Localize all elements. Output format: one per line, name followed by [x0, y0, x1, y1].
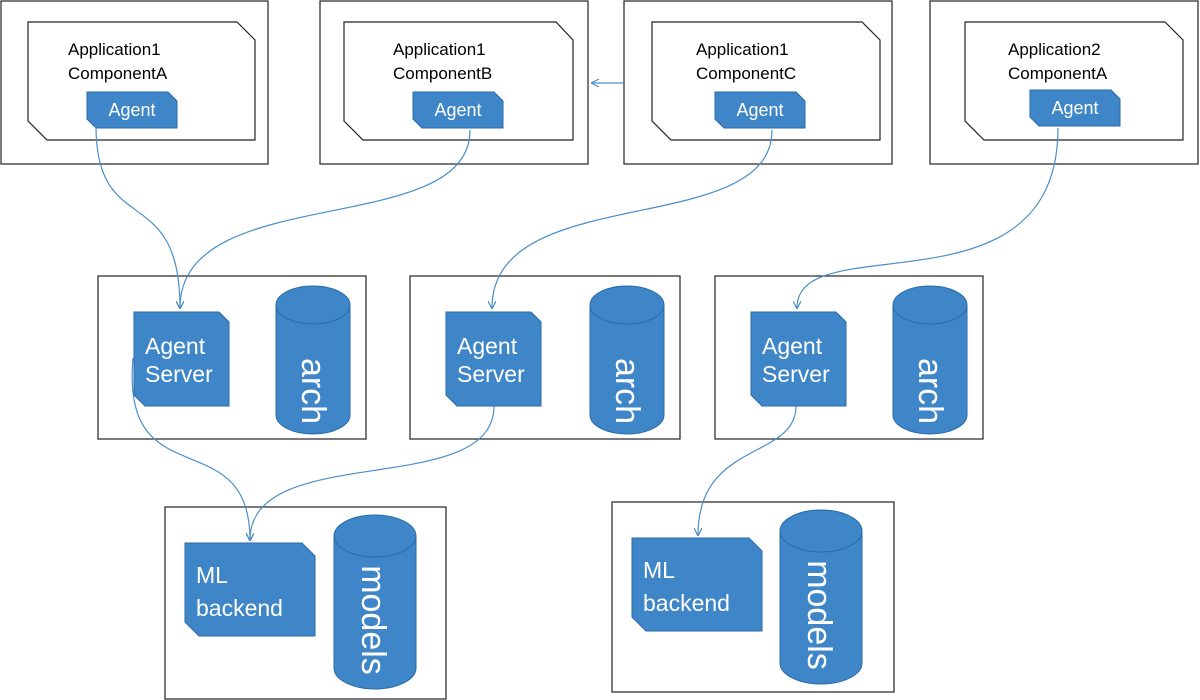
ml-backend-box-2: ML backend models [611, 501, 895, 693]
app-title-line2: ComponentA [1008, 64, 1108, 83]
ml-backend-line2: backend [643, 590, 730, 616]
database-cylinder: arch [892, 285, 968, 435]
ml-backend-line2: backend [196, 595, 283, 621]
database-cylinder: arch [589, 285, 665, 435]
application-box-1: Application1 ComponentA Agent [0, 0, 269, 165]
app-title-line2: ComponentA [68, 64, 168, 83]
ml-backend-node: ML backend [631, 537, 763, 632]
agent-server-line1: Agent [457, 333, 518, 359]
agent-badge: Agent [1029, 89, 1121, 127]
app-title-line1: Application2 [1008, 40, 1101, 59]
agent-server-box-1: Agent Server arch [97, 275, 367, 440]
database-cylinder: models [333, 514, 417, 690]
agent-server-box-3: Agent Server arch [714, 275, 984, 440]
agent-badge: Agent [86, 91, 178, 129]
app-title-line1: Application1 [696, 40, 789, 59]
agent-server-node: Agent Server [133, 311, 230, 407]
agent-server-box-2: Agent Server arch [409, 275, 681, 440]
agent-server-node: Agent Server [445, 311, 542, 407]
database-label: arch [294, 358, 332, 424]
agent-label: Agent [736, 100, 783, 120]
agent-badge: Agent [412, 91, 504, 129]
connector-app1b-to-server1 [180, 129, 471, 308]
database-cylinder: models [779, 509, 863, 685]
connector-server1-to-ml1 [131, 357, 250, 540]
agent-server-line2: Server [762, 361, 830, 387]
ml-backend-box-1: ML backend models [164, 506, 447, 700]
database-label: models [800, 560, 838, 670]
connector-app1a-to-server1 [95, 125, 180, 308]
agent-label: Agent [1051, 98, 1098, 118]
app-title-line1: Application1 [393, 40, 486, 59]
agent-server-line1: Agent [762, 333, 823, 359]
database-label: models [354, 565, 392, 675]
ml-backend-line1: ML [196, 562, 228, 588]
app-title-line2: ComponentB [393, 64, 492, 83]
application-box-3: Application1 ComponentC Agent [623, 0, 893, 165]
connector-app1c-to-server2 [492, 129, 773, 308]
agent-label: Agent [108, 100, 155, 120]
connector-server3-to-ml2 [698, 405, 797, 535]
ml-backend-line1: ML [643, 557, 675, 583]
agent-label: Agent [434, 100, 481, 120]
database-label: arch [911, 358, 949, 424]
application-box-2: Application1 ComponentB Agent [319, 0, 589, 165]
database-label: arch [608, 358, 646, 424]
connector-server2-to-ml1 [250, 405, 495, 540]
agent-server-line2: Server [145, 361, 213, 387]
connector-app2a-to-server3 [797, 127, 1059, 308]
app-title-line1: Application1 [68, 40, 161, 59]
ml-backend-node: ML backend [184, 542, 316, 637]
agent-badge: Agent [714, 91, 806, 129]
agent-server-line2: Server [457, 361, 525, 387]
application-box-4: Application2 ComponentA Agent [929, 0, 1199, 165]
app-title-line2: ComponentC [696, 64, 796, 83]
agent-server-line1: Agent [145, 333, 206, 359]
database-cylinder: arch [275, 285, 351, 435]
agent-server-node: Agent Server [750, 311, 847, 407]
